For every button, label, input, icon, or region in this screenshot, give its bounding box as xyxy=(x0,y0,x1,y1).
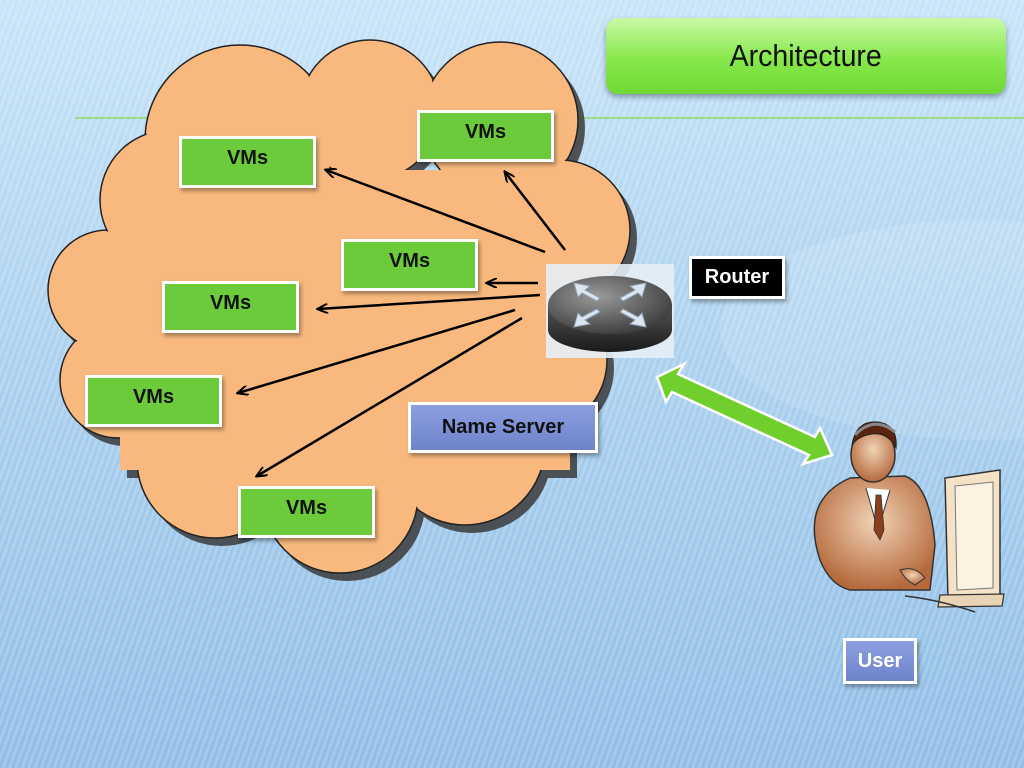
name-server-box: Name Server xyxy=(408,402,598,453)
vm-box-3: VMs xyxy=(341,239,478,291)
arrow-to-vm-5 xyxy=(238,308,516,393)
slide-title-box: Architecture xyxy=(606,18,1006,94)
arrow-to-vm-1 xyxy=(326,170,546,254)
arrow-to-vm-6 xyxy=(257,316,523,476)
user-label: User xyxy=(843,638,917,684)
vm-box-4: VMs xyxy=(162,281,299,333)
router-label: Router xyxy=(689,256,785,299)
vm-box-2: VMs xyxy=(417,110,554,162)
router-to-vm-arrows xyxy=(238,170,566,476)
slide-title: Architecture xyxy=(729,38,883,73)
vm-box-6: VMs xyxy=(238,486,375,538)
vm-box-5: VMs xyxy=(85,375,222,427)
router-icon xyxy=(546,264,674,358)
arrow-to-vm-2 xyxy=(505,172,566,251)
double-arrow-icon xyxy=(655,361,834,467)
vm-box-1: VMs xyxy=(179,136,316,188)
user-at-computer-icon xyxy=(813,421,1005,613)
arrow-to-vm-4 xyxy=(318,293,541,309)
background-swoosh xyxy=(720,220,1024,440)
